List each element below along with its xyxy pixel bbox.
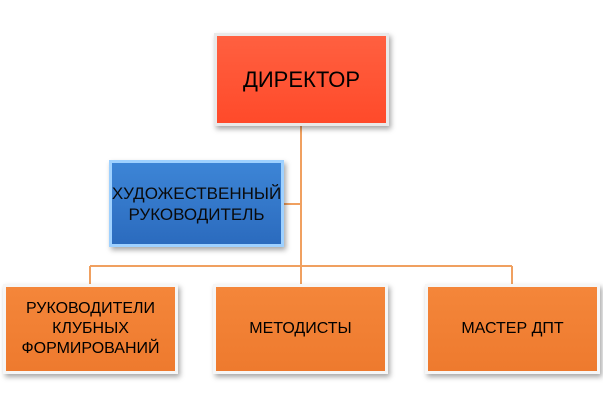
art-director-box: ХУДОЖЕСТВЕННЫЙ РУКОВОДИТЕЛЬ bbox=[109, 160, 284, 247]
club-leaders-label-line2: КЛУБНЫХ bbox=[52, 320, 129, 337]
art-director-label-line2: РУКОВОДИТЕЛЬ bbox=[128, 204, 265, 224]
master-dpt-label: МАСТЕР ДПТ bbox=[461, 320, 564, 337]
methodists-label: МЕТОДИСТЫ bbox=[249, 320, 352, 337]
club-leaders-label-line1: РУКОВОДИТЕЛИ bbox=[25, 300, 156, 317]
master-dpt-box: МАСТЕР ДПТ bbox=[425, 284, 600, 374]
methodists-box: МЕТОДИСТЫ bbox=[213, 284, 388, 374]
art-director-label-line1: ХУДОЖЕСТВЕННЫЙ bbox=[111, 183, 282, 203]
director-box: ДИРЕКТОР bbox=[214, 33, 389, 126]
club-leaders-box: РУКОВОДИТЕЛИ КЛУБНЫХ ФОРМИРОВАНИЙ bbox=[3, 284, 178, 374]
club-leaders-label-line3: ФОРМИРОВАНИЙ bbox=[21, 340, 160, 357]
director-label: ДИРЕКТОР bbox=[242, 66, 361, 92]
